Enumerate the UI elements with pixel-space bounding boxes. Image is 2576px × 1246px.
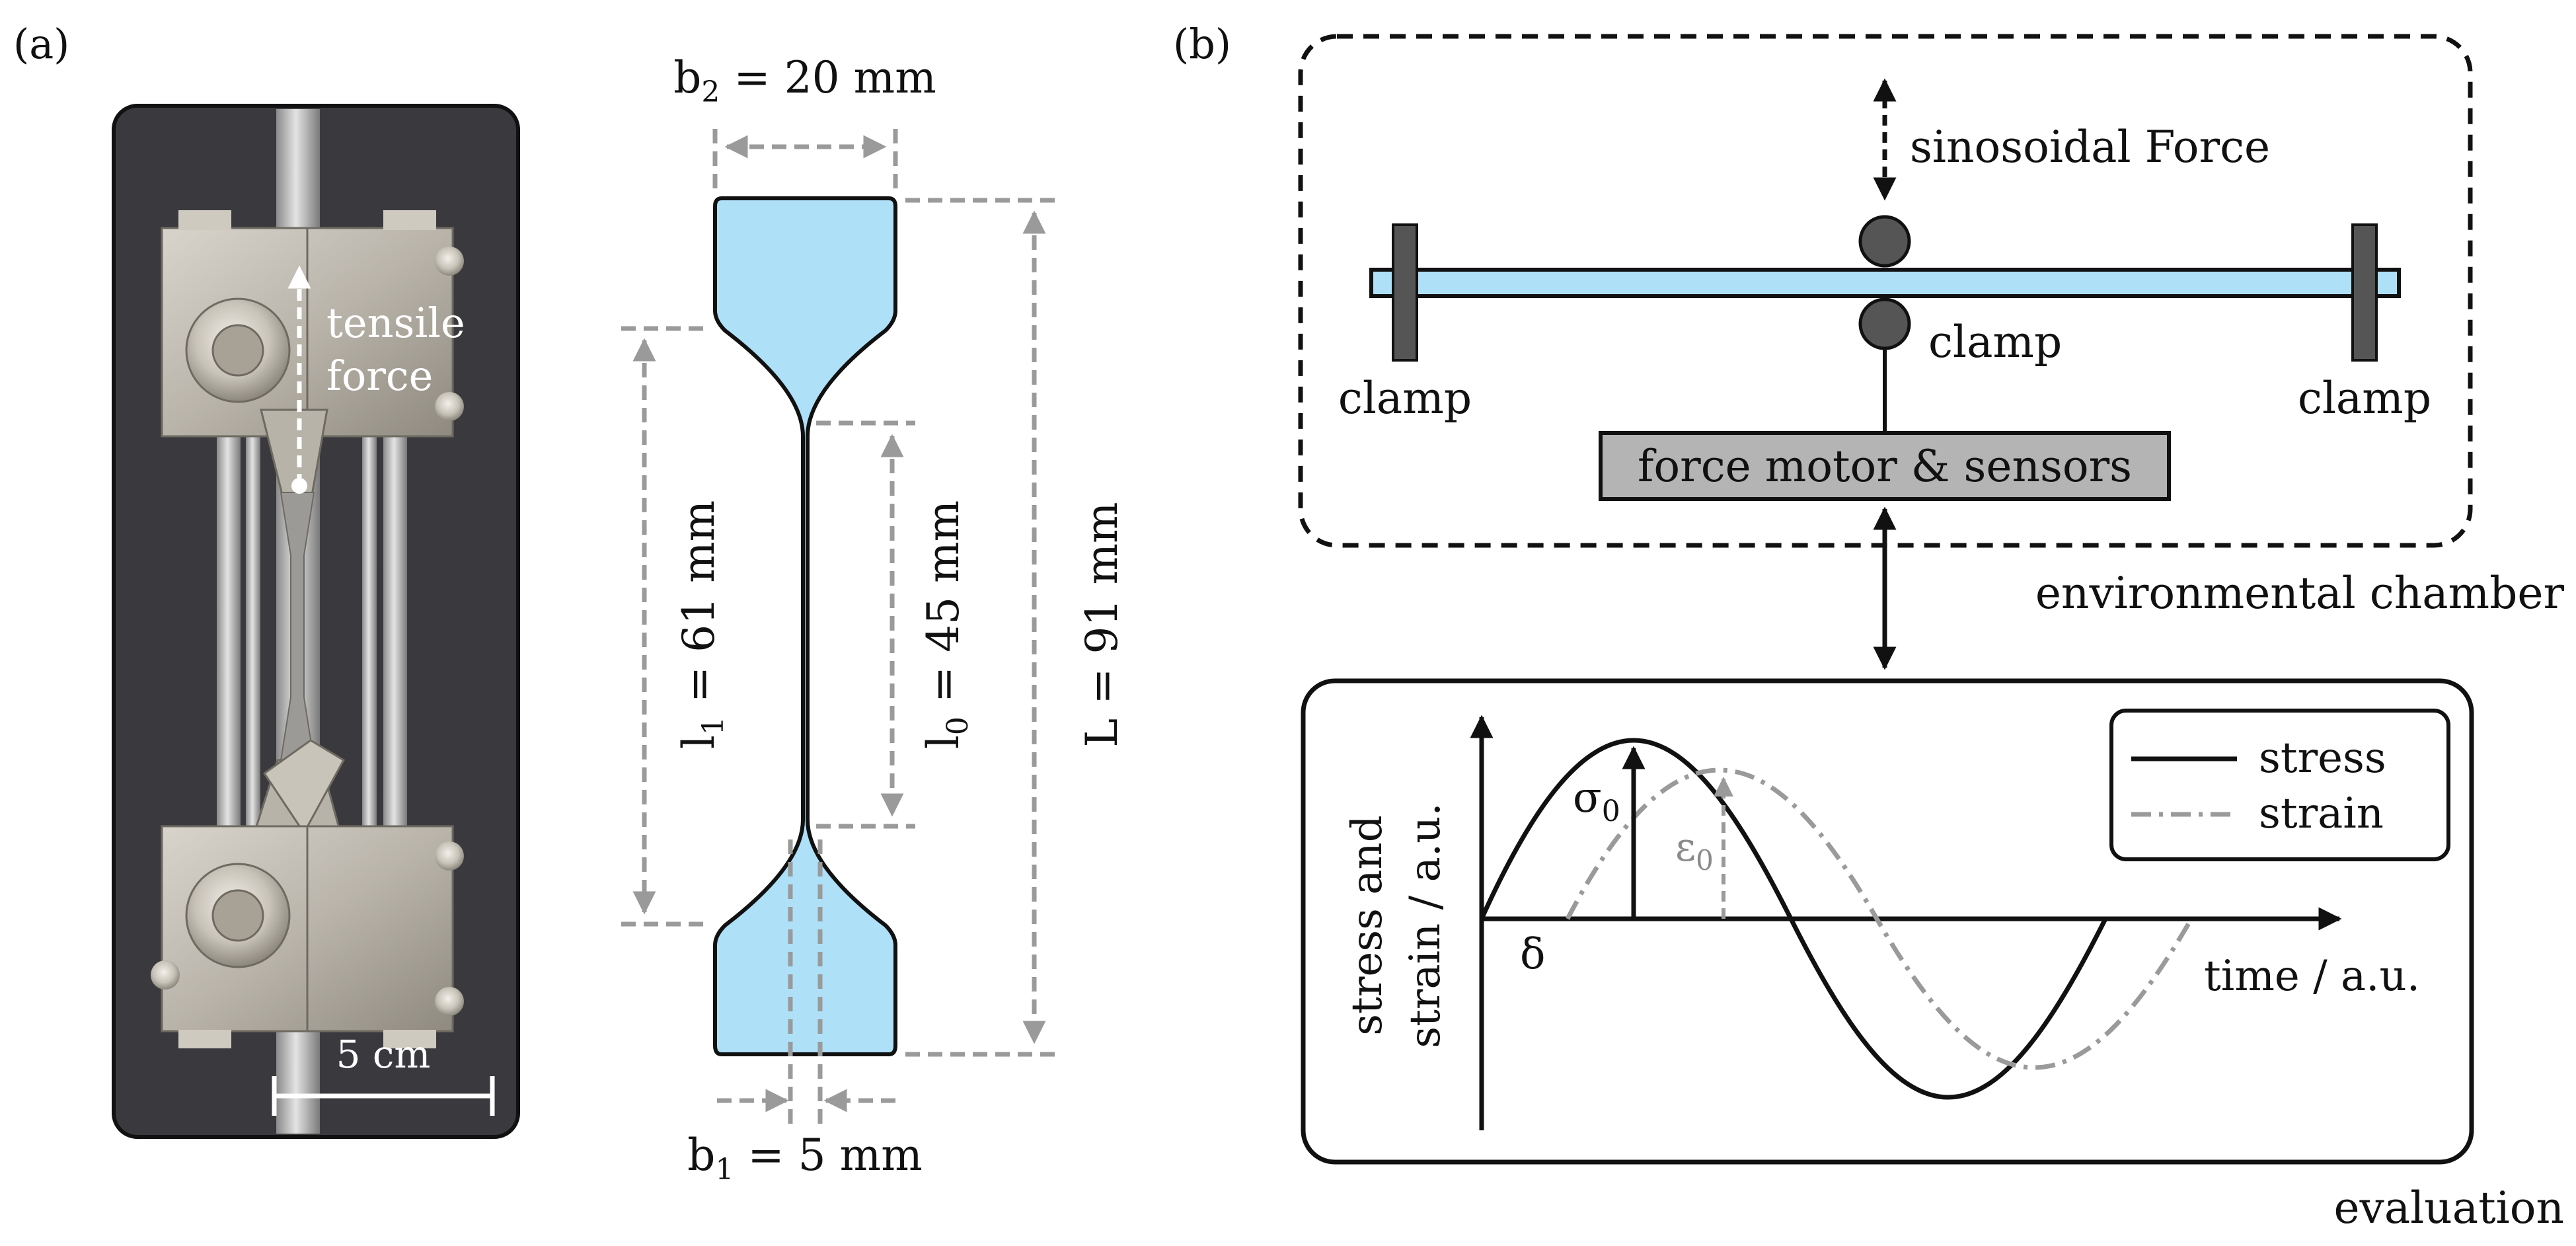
tensile-annotation-line1: tensile: [326, 299, 465, 347]
b2-dimension: [712, 129, 898, 188]
tensile-annotation-line2: force: [326, 352, 433, 400]
panel-b-label: (b): [1173, 20, 1231, 68]
chamber-label: environmental chamber: [2035, 568, 2565, 619]
clamp-left-block: [1392, 223, 1418, 362]
clamp-right-block: [2351, 223, 2378, 362]
epsilon-label: ε0: [1675, 824, 1714, 876]
sigma-label: σ0: [1573, 773, 1620, 828]
center-clamp-upper-roller: [1858, 215, 1911, 268]
l0-label: l0 = 45 mm: [918, 500, 975, 750]
stress-curve: [1479, 738, 2108, 1100]
y-axis-label-line1: stress and: [1343, 815, 1392, 1035]
b1-dimension: [717, 839, 895, 1124]
clamp-right-label: clamp: [2298, 373, 2431, 424]
clamp-center-label: clamp: [1928, 317, 2062, 368]
force-motor-label: force motor & sensors: [1638, 441, 2132, 492]
evaluation-label: evaluation: [2333, 1183, 2564, 1233]
dog-bone-specimen: [713, 196, 897, 1056]
beam-specimen: [1369, 268, 2401, 298]
force-motor-box: [1599, 431, 2171, 501]
scale-bar-label: 5 cm: [336, 1032, 431, 1077]
y-axis-label-line2: strain / a.u.: [1401, 802, 1450, 1048]
panel-a-label: (a): [13, 20, 69, 68]
center-clamp-lower-roller: [1858, 297, 1911, 350]
legend: [2109, 709, 2450, 861]
b2-label: b2 = 20 mm: [673, 52, 936, 109]
L-dimension: [905, 198, 1057, 1057]
l1-label: l1 = 61 mm: [673, 500, 730, 750]
l0-dimension: [816, 420, 915, 829]
L-label: L = 91 mm: [1077, 502, 1127, 747]
legend-strain-label: strain: [2259, 789, 2384, 838]
sinusoidal-force-label: sinosoidal Force: [1910, 122, 2270, 173]
b1-label: b1 = 5 mm: [687, 1130, 923, 1187]
strain-curve: [1565, 767, 2194, 1070]
scale-bar: [272, 1076, 495, 1116]
delta-label: δ: [1520, 930, 1546, 979]
clamp-left-label: clamp: [1338, 373, 1472, 424]
x-axis-label: time / a.u.: [2204, 952, 2420, 1001]
legend-stress-label: stress: [2259, 734, 2386, 783]
tensile-fixture-photo: [112, 104, 520, 1139]
l1-dimension: [621, 326, 707, 927]
tensile-force-arrow: [287, 265, 311, 494]
